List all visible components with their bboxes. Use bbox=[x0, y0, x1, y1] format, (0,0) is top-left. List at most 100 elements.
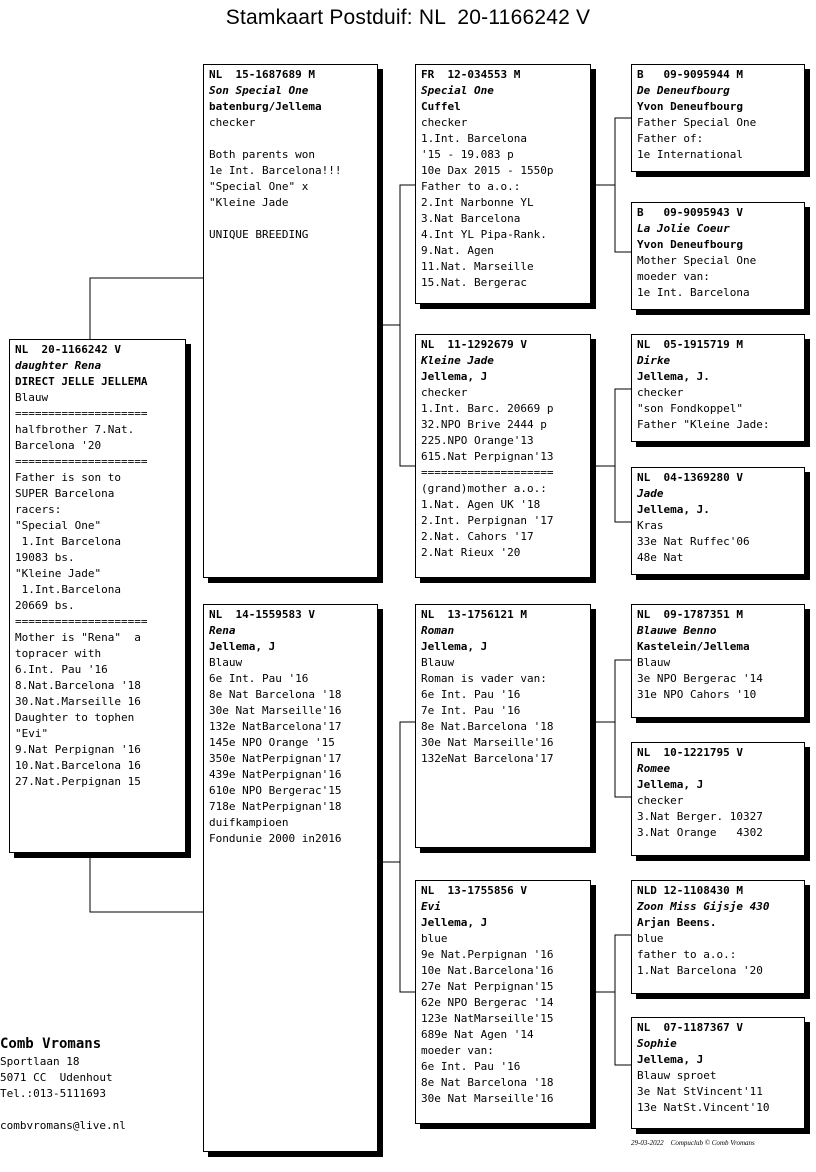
owner-spacer bbox=[0, 1102, 126, 1118]
card-line: moeder van: bbox=[421, 1044, 494, 1057]
card-line: 9.Nat Perpignan '16 bbox=[15, 743, 141, 756]
card-line: 615.Nat Perpignan'13 bbox=[421, 450, 554, 463]
ring-number: NL 13-1756121 M bbox=[421, 608, 527, 621]
card-line: Blauw bbox=[209, 656, 243, 669]
print-date: 29-03-2022 bbox=[631, 1139, 664, 1147]
card-line: Blauw bbox=[637, 656, 671, 669]
card-line: 6e Int. Pau '16 bbox=[421, 688, 521, 701]
owner-block: Comb Vromans Sportlaan 18 5071 CC Udenho… bbox=[0, 1034, 126, 1134]
ring-number: NL 09-1787351 M bbox=[637, 608, 743, 621]
card-line: 439e NatPerpignan'16 bbox=[209, 768, 342, 781]
card-line: 3.Nat Orange 4302 bbox=[637, 826, 763, 839]
card-line: Fondunie 2000 in2016 bbox=[209, 832, 342, 845]
card-line: halfbrother 7.Nat. bbox=[15, 423, 135, 436]
card-line: 225.NPO Orange'13 bbox=[421, 434, 534, 447]
card-line: 9.Nat. Agen bbox=[421, 244, 494, 257]
card-line: "Kleine Jade" bbox=[15, 567, 102, 580]
card-line: Father is son to bbox=[15, 471, 121, 484]
breeder-name: Yvon Deneufbourg bbox=[637, 100, 743, 113]
owner-postcode: 5071 CC Udenhout bbox=[0, 1071, 113, 1084]
card-line: 2.Int Narbonne YL bbox=[421, 196, 534, 209]
card-line: blue bbox=[421, 932, 448, 945]
card-line: 10.Nat.Barcelona 16 bbox=[15, 759, 141, 772]
card-line: 1e Int. Barcelona!!! bbox=[209, 164, 342, 177]
card-line: duifkampioen bbox=[209, 816, 289, 829]
card-line: "Kleine Jade bbox=[209, 196, 289, 209]
ring-number: NL 04-1369280 V bbox=[637, 471, 743, 484]
card-line: 10e Nat.Barcelona'16 bbox=[421, 964, 554, 977]
footer: 29-03-2022 Compuclub © Comb Vromans bbox=[631, 1139, 755, 1147]
card-line: 8e Nat.Barcelona '18 bbox=[421, 720, 554, 733]
page-title: Stamkaart Postduif: NL 20-1166242 V bbox=[225, 6, 591, 29]
card-line: 30.Nat.Marseille 16 bbox=[15, 695, 141, 708]
ring-number: NL 10-1221795 V bbox=[637, 746, 743, 759]
card-line: 123e NatMarseille'15 bbox=[421, 1012, 554, 1025]
card-line: 11.Nat. Marseille bbox=[421, 260, 534, 273]
breeder-name: Jellema, J bbox=[637, 778, 704, 791]
card-line: checker bbox=[209, 116, 256, 129]
breeder-name: batenburg/Jellema bbox=[209, 100, 322, 113]
breeder-name: Cuffel bbox=[421, 100, 461, 113]
card-line: father to a.o.: bbox=[637, 948, 737, 961]
card-line: SUPER Barcelona bbox=[15, 487, 115, 500]
card-line: 1.Nat. Agen UK '18 bbox=[421, 498, 541, 511]
card-line: 132e NatBarcelona'17 bbox=[209, 720, 342, 733]
card-line: "Evi" bbox=[15, 727, 49, 740]
card-line: Barcelona '20 bbox=[15, 439, 102, 452]
ring-number: NL 20-1166242 V bbox=[15, 343, 121, 356]
card-line: topracer with bbox=[15, 647, 102, 660]
breeder-name: Kastelein/Jellema bbox=[637, 640, 750, 653]
pigeon-name: Blauwe Benno bbox=[637, 624, 717, 637]
card-line: 8e Nat Barcelona '18 bbox=[421, 1076, 554, 1089]
card-line: racers: bbox=[15, 503, 62, 516]
card-line: 30e Nat Marseille'16 bbox=[421, 1092, 554, 1105]
card-line: 6e Int. Pau '16 bbox=[209, 672, 309, 685]
card-line: 31e NPO Cahors '10 bbox=[637, 688, 757, 701]
breeder-name: Jellema, J. bbox=[637, 503, 710, 516]
owner-name: Comb Vromans bbox=[0, 1036, 102, 1052]
breeder-name: Jellema, J bbox=[421, 916, 488, 929]
owner-email[interactable]: combvromans@live.nl bbox=[0, 1119, 126, 1132]
ring-number: FR 12-034553 M bbox=[421, 68, 521, 81]
card-line bbox=[209, 131, 372, 147]
ring-number: NL 13-1755856 V bbox=[421, 884, 527, 897]
card-line: (grand)mother a.o.: bbox=[421, 482, 547, 495]
pigeon-name: La Jolie Coeur bbox=[637, 222, 730, 235]
card-line: checker bbox=[637, 386, 684, 399]
card-line: Blauw sproet bbox=[637, 1069, 717, 1082]
card-line: 1.Int Barcelona bbox=[15, 535, 121, 548]
card-line: 689e Nat Agen '14 bbox=[421, 1028, 534, 1041]
card-line: 4.Int YL Pipa-Rank. bbox=[421, 228, 547, 241]
card-line: 48e Nat bbox=[637, 551, 684, 564]
card-line: 33e Nat Ruffec'06 bbox=[637, 535, 750, 548]
card-line: 6.Int. Pau '16 bbox=[15, 663, 108, 676]
card-line: 145e NPO Orange '15 bbox=[209, 736, 335, 749]
card-line: 32.NPO Brive 2444 p bbox=[421, 418, 547, 431]
pigeon-name: Jade bbox=[637, 487, 664, 500]
card-line: checker bbox=[637, 794, 684, 807]
pigeon-name: Son Special One bbox=[209, 84, 309, 97]
pigeon-name: Rena bbox=[209, 624, 236, 637]
card-line: 62e NPO Bergerac '14 bbox=[421, 996, 554, 1009]
card-line: 3e Nat StVincent'11 bbox=[637, 1085, 763, 1098]
card-line: Mother is "Rena" a bbox=[15, 631, 141, 644]
card-line: 10e Dax 2015 - 1550p bbox=[421, 164, 554, 177]
card-line: 15.Nat. Bergerac bbox=[421, 276, 527, 289]
pigeon-name: daughter Rena bbox=[15, 359, 102, 372]
card-line: 7e Int. Pau '16 bbox=[421, 704, 521, 717]
